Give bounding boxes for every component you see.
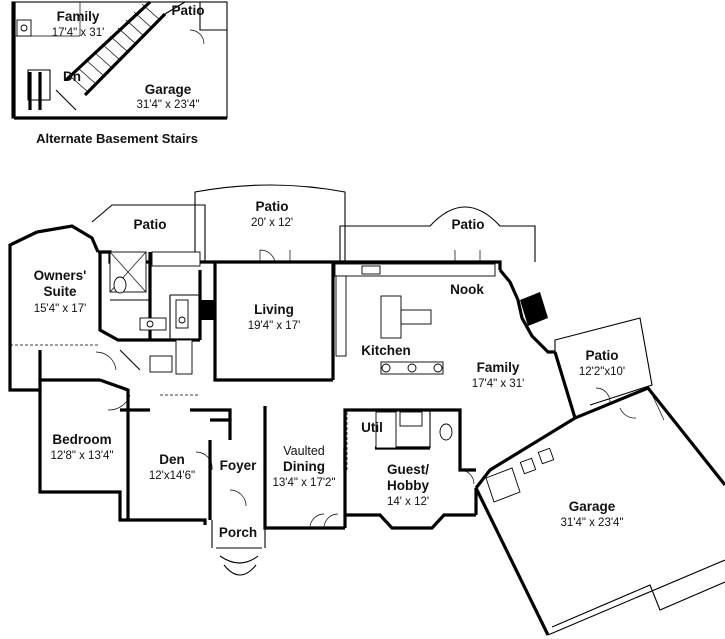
bedroom-dim: 12'8" x 13'4" xyxy=(50,450,113,462)
patio-left-outline xyxy=(91,204,206,262)
patio-outlines xyxy=(91,184,653,406)
kitchen-island-bar xyxy=(400,309,432,325)
room-labels: Patio Patio 20' x 12' Patio Owners' Suit… xyxy=(34,199,625,540)
kitchen-sink-icon xyxy=(361,265,381,275)
patio-center-dim: 20' x 12' xyxy=(251,217,293,229)
sink-icon xyxy=(149,355,173,373)
inset-door-swing xyxy=(189,29,205,45)
guest-name-2: Hobby xyxy=(387,478,429,493)
guest-name-1: Guest/ xyxy=(387,462,429,477)
garage-step-icon xyxy=(485,467,521,503)
garage-furnace-icon xyxy=(519,457,537,475)
porch-name: Porch xyxy=(219,525,257,540)
tub-icon xyxy=(151,251,201,267)
den-dim: 12'x14'6" xyxy=(149,470,195,482)
patio-side-name: Patio xyxy=(585,348,618,363)
inset-plan: Family 17'4" x 31' Patio Dn Garage 31'4"… xyxy=(11,0,228,146)
inset-door xyxy=(55,89,77,111)
kitchen-side-counter xyxy=(335,275,347,357)
patio-side-dim: 12'2"x10' xyxy=(579,366,625,378)
doors xyxy=(95,249,611,576)
den-name: Den xyxy=(159,452,185,467)
living-fireplace-icon xyxy=(200,300,214,320)
inset-garage-name: Garage xyxy=(145,82,192,97)
living-dim: 19'4" x 17' xyxy=(248,320,301,332)
inset-caption: Alternate Basement Stairs xyxy=(36,131,198,146)
inset-patio-wall xyxy=(164,1,227,31)
dining-name-2: Dining xyxy=(283,459,325,474)
inset-fixture-icon xyxy=(20,24,28,32)
guest-toilet-icon xyxy=(439,423,453,441)
patio-right-outline xyxy=(339,206,536,262)
family-dim: 17'4" x 31' xyxy=(472,378,525,390)
patio-center-outline xyxy=(194,184,346,262)
inset-entry xyxy=(27,69,51,101)
inset-patio-name: Patio xyxy=(171,3,204,18)
nook-name: Nook xyxy=(450,282,484,297)
kitchen-island xyxy=(380,295,402,339)
inset-family-name: Family xyxy=(57,9,100,24)
dining-dim: 13'4" x 17'2" xyxy=(272,477,335,489)
family-fireplace-icon xyxy=(520,292,548,326)
kitchen-counter xyxy=(334,263,496,277)
vanity2-icon xyxy=(175,299,189,329)
fixtures xyxy=(10,251,548,470)
garage-structure xyxy=(474,386,725,636)
patio-right-name: Patio xyxy=(451,217,484,232)
guest-tub-icon xyxy=(375,411,397,449)
owners-suite-name-1: Owners' xyxy=(34,268,87,283)
patio-center-name: Patio xyxy=(255,199,288,214)
bedroom-name: Bedroom xyxy=(52,432,111,447)
dining-name-1: Vaulted xyxy=(283,444,325,458)
guest-vanity-icon xyxy=(399,411,423,427)
inset-stairs-label: Dn xyxy=(63,69,81,84)
owners-suite-name-2: Suite xyxy=(43,284,76,299)
patio-left-name: Patio xyxy=(133,217,166,232)
porch-steps xyxy=(216,547,262,576)
owners-suite-dim: 15'4" x 17' xyxy=(34,303,87,315)
family-name: Family xyxy=(477,360,520,375)
inset-garage-dim: 31'4" x 23'4" xyxy=(136,99,199,111)
inset-wall-stub xyxy=(28,72,42,110)
inset-stairs xyxy=(64,0,167,97)
garage-name: Garage xyxy=(569,499,616,514)
garage-water-heater-icon xyxy=(537,447,555,465)
guest-dim: 14' x 12' xyxy=(387,496,429,508)
inset-family-dim: 17'4" x 31' xyxy=(52,27,105,39)
inset-outer-wall xyxy=(12,2,227,120)
kitchen-name: Kitchen xyxy=(361,343,411,358)
garage-dim: 31'4" x 23'4" xyxy=(560,517,623,529)
toilet-icon xyxy=(113,276,127,294)
tub2-icon xyxy=(175,339,193,375)
patio-side-outline xyxy=(554,317,653,406)
living-name: Living xyxy=(254,302,294,317)
foyer-name: Foyer xyxy=(220,458,258,473)
util-name: Util xyxy=(361,420,383,435)
